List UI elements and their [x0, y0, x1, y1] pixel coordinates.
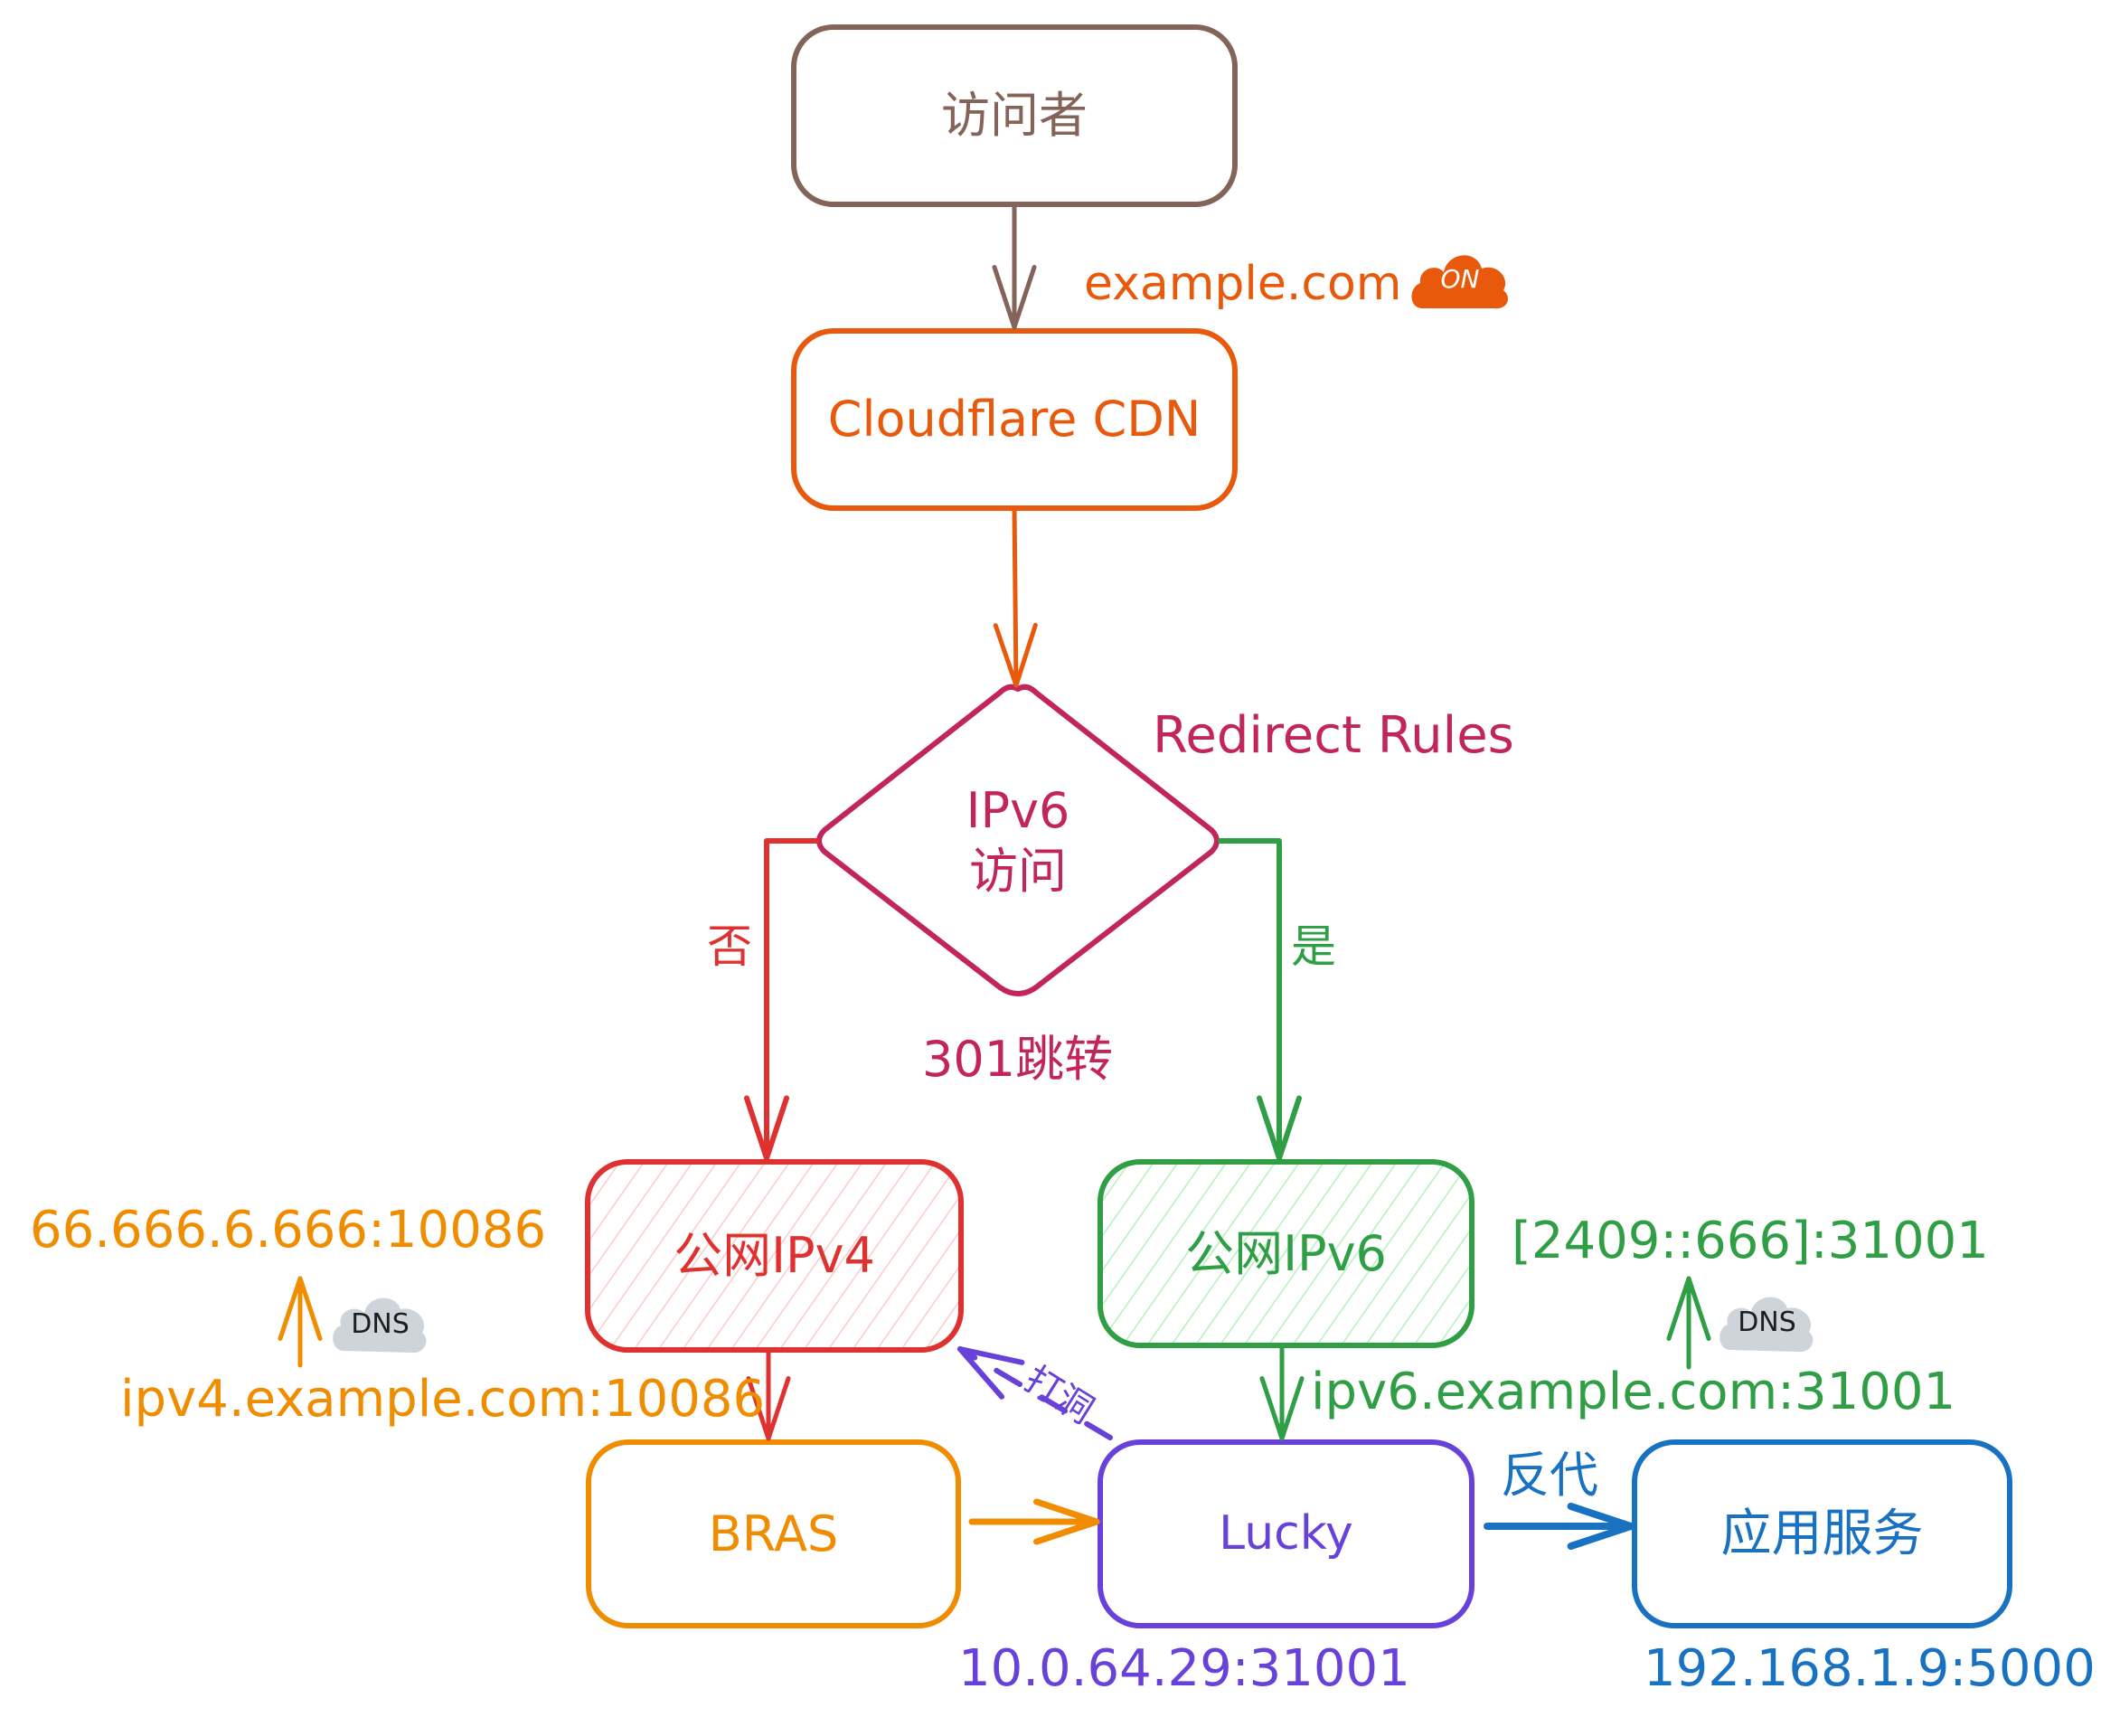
hole-punch-arrow-head — [957, 1346, 1025, 1400]
ipv6-node-label: 公网IPv6 — [1100, 1162, 1472, 1345]
cloudflare-to-decision-arrow — [1012, 505, 1019, 688]
cloudflare-label: Cloudflare CDN — [827, 391, 1201, 448]
no-branch-label: 否 — [707, 920, 752, 973]
ipv4-label: 公网IPv4 — [674, 1227, 875, 1285]
dns-label-right: DNS — [1738, 1307, 1796, 1338]
bras-box — [586, 1439, 961, 1628]
decision-label-line2: 访问 — [969, 843, 1067, 900]
ipv6-box — [1098, 1159, 1474, 1348]
ipv4-node-label: 公网IPv4 — [588, 1162, 961, 1350]
proxy-status-label: ON — [1440, 264, 1480, 294]
yes-branch-arrow — [1218, 838, 1282, 1161]
app-label: 应用服务 — [1720, 1504, 1924, 1563]
lucky-label: Lucky — [1219, 1506, 1353, 1561]
ipv6-label: 公网IPv6 — [1185, 1224, 1387, 1282]
dns-cloud-left: DNS — [328, 1293, 432, 1356]
domain-annotation: example.com — [1084, 257, 1402, 311]
yes-branch-arrow-head — [1256, 1095, 1303, 1161]
lucky-to-app-arrow-head — [1567, 1502, 1635, 1551]
hole-punch-arrow — [957, 1346, 1113, 1440]
ipv4-public-address: 66.666.6.666:10086 — [30, 1201, 547, 1260]
redirect-rules-annotation: Redirect Rules — [1153, 706, 1514, 765]
decision-node-label: IPv6 访问 — [904, 769, 1132, 913]
no-branch-arrow-head — [743, 1095, 790, 1161]
lucky-node-label: Lucky — [1100, 1442, 1472, 1626]
cloud-icon — [1411, 255, 1508, 309]
app-node-label: 应用服务 — [1635, 1442, 2010, 1626]
lucky-box — [1098, 1439, 1474, 1628]
cloudflare-node-label: Cloudflare CDN — [794, 331, 1235, 508]
dns-cloud-icon — [1719, 1297, 1814, 1353]
dns-cloud-icon — [333, 1297, 427, 1354]
no-branch-arrow — [764, 838, 819, 1161]
visitor-label: 访问者 — [941, 87, 1088, 145]
lucky-address: 10.0.64.29:31001 — [958, 1639, 1410, 1698]
ipv4-domain: ipv4.example.com:10086 — [120, 1370, 766, 1429]
ipv4-dns-arrow-head — [278, 1276, 323, 1341]
redirect-301-label: 301跳转 — [922, 1031, 1114, 1088]
bras-label: BRAS — [708, 1505, 839, 1562]
ipv6-domain: ipv6.example.com:31001 — [1311, 1363, 1956, 1421]
ipv6-dns-arrow-head — [1666, 1276, 1711, 1341]
ipv6-to-lucky-arrow-head — [1259, 1376, 1305, 1441]
decision-diamond — [816, 684, 1220, 996]
yes-branch-label: 是 — [1291, 920, 1336, 973]
visitor-node-label: 访问者 — [794, 27, 1235, 204]
dns-label-left: DNS — [351, 1308, 410, 1340]
proxy-status-badge: ON — [1406, 247, 1514, 312]
app-box — [1632, 1439, 2012, 1628]
ipv4-to-bras-arrow-head — [746, 1376, 791, 1441]
bras-to-lucky-arrow-head — [1033, 1498, 1100, 1545]
reverse-proxy-label: 反代 — [1501, 1447, 1598, 1504]
visitor-to-cloudflare-arrow-head — [992, 265, 1037, 330]
dns-cloud-right: DNS — [1715, 1291, 1819, 1356]
decision-label-line1: IPv6 — [966, 781, 1070, 839]
app-address: 192.168.1.9:5000 — [1644, 1639, 2096, 1698]
cloudflare-to-decision-arrow-head — [993, 622, 1038, 688]
ipv6-public-address: [2409::666]:31001 — [1512, 1212, 1989, 1270]
ipv4-box — [585, 1159, 964, 1353]
bras-node-label: BRAS — [589, 1442, 958, 1626]
